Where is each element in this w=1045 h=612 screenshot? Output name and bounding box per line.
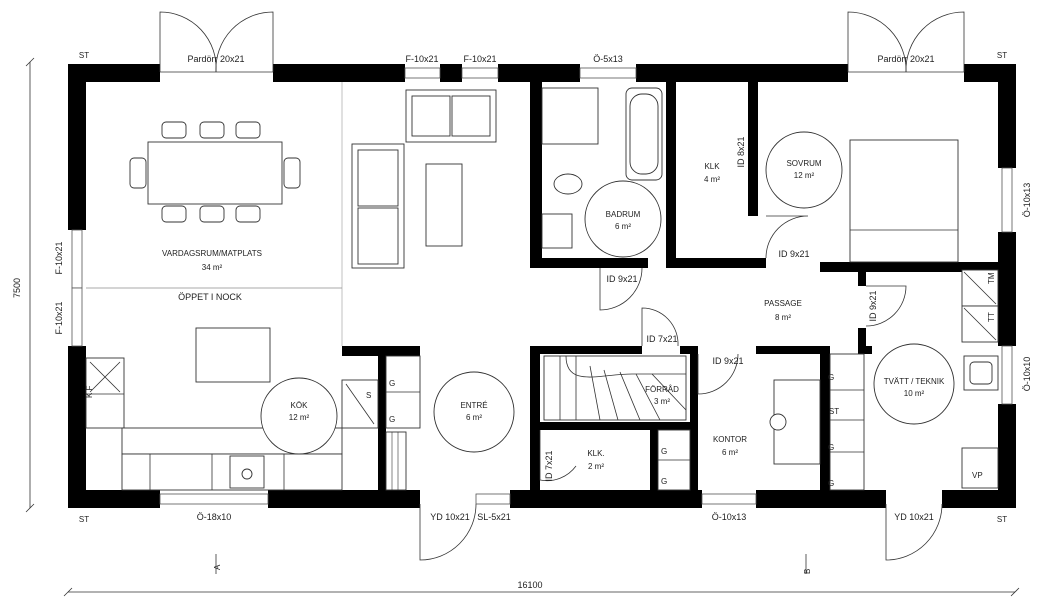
label-o-bottom-mid: Ö-10x13 xyxy=(712,512,747,522)
g-forrad-1: G xyxy=(661,447,667,456)
label-yd-left: YD 10x21 xyxy=(430,512,470,522)
svg-text:B: B xyxy=(803,569,812,574)
label-id-klk2: ID 7x21 xyxy=(544,450,554,481)
tm-label: TM xyxy=(987,272,996,284)
label-yd-right: YD 10x21 xyxy=(894,512,934,522)
kok-name: KÖK xyxy=(291,401,309,410)
label-o-top: Ö-5x13 xyxy=(593,54,623,64)
exterior-walls xyxy=(68,64,1016,508)
pardorr-left xyxy=(159,11,274,73)
laundry-fixtures xyxy=(961,269,999,489)
label-f-left-1: F-10x21 xyxy=(54,241,64,274)
label-id-badrum: ID 9x21 xyxy=(606,274,637,284)
label-o-bottom-left: Ö-18x10 xyxy=(197,512,232,522)
entry-storage xyxy=(341,355,421,491)
room-kok: KÖK 12 m² xyxy=(260,377,338,455)
dimension-lines xyxy=(25,57,1020,597)
vp-label: VP xyxy=(972,471,983,480)
st-top-right: ST xyxy=(997,51,1007,60)
vardagsrum-area: 34 m² xyxy=(202,263,223,272)
kitchen-island xyxy=(195,327,271,383)
storage-shelves xyxy=(657,353,865,491)
kontor-area: 6 m² xyxy=(722,448,738,457)
dining-table xyxy=(129,121,301,223)
label-id-forrad: ID 7x21 xyxy=(646,334,677,344)
section-marker-a: A xyxy=(213,554,222,574)
kf-label: K F xyxy=(85,385,94,398)
windows xyxy=(71,67,1013,505)
badrum-area: 6 m² xyxy=(615,222,631,231)
badrum-name: BADRUM xyxy=(606,210,641,219)
height-dimension: 7500 xyxy=(12,278,22,298)
interior-doors xyxy=(539,215,907,482)
forrad-name: FÖRRÅD xyxy=(645,385,679,394)
open-ceiling-lines xyxy=(86,82,343,346)
st-bottom-right: ST xyxy=(997,515,1007,524)
klk2-area: 2 m² xyxy=(588,462,604,471)
g-forrad-2: G xyxy=(661,477,667,486)
room-entre: ENTRÉ 6 m² xyxy=(433,371,515,453)
klk1-area: 4 m² xyxy=(704,175,720,184)
st-shelf: ST xyxy=(829,407,839,416)
width-dimension: 16100 xyxy=(517,580,542,590)
label-f-left-2: F-10x21 xyxy=(54,301,64,334)
label-id-sovrum: ID 9x21 xyxy=(778,249,809,259)
tvatt-area: 10 m² xyxy=(904,389,925,398)
kok-area: 12 m² xyxy=(289,413,310,422)
sovrum-area: 12 m² xyxy=(794,171,815,180)
sofa-left xyxy=(351,143,405,269)
forrad-area: 3 m² xyxy=(654,397,670,406)
bathroom-fixtures xyxy=(541,87,663,249)
st-bottom-left: ST xyxy=(79,515,89,524)
label-id-passage-right: ID 9x21 xyxy=(868,290,878,321)
label-pardorr-right: Pardörr 20x21 xyxy=(877,54,934,64)
tvatt-name: TVÄTT / TEKNIK xyxy=(884,377,945,386)
s-entry: S xyxy=(366,391,371,400)
label-pardorr-left: Pardörr 20x21 xyxy=(187,54,244,64)
sovrum-name: SOVRUM xyxy=(786,159,821,168)
open-ceiling-note: ÖPPET I NOCK xyxy=(178,292,242,302)
label-sl: SL-5x21 xyxy=(477,512,511,522)
passage-area: 8 m² xyxy=(775,313,791,322)
room-tvatt: TVÄTT / TEKNIK 10 m² xyxy=(873,343,955,425)
yd-left-door xyxy=(419,503,477,561)
stairs xyxy=(543,355,687,421)
label-o-right-2: Ö-10x10 xyxy=(1022,357,1032,392)
passage-name: PASSAGE xyxy=(764,299,802,308)
bed xyxy=(849,139,959,263)
label-o-right-1: Ö-10x13 xyxy=(1022,183,1032,218)
g-kontor-3: G xyxy=(828,479,834,488)
room-sovrum: SOVRUM 12 m² xyxy=(765,131,843,209)
coffee-table xyxy=(425,163,463,247)
label-id-klk: ID 8x21 xyxy=(736,136,746,167)
vardagsrum-name: VARDAGSRUM/MATPLATS xyxy=(162,249,262,258)
sofa-top xyxy=(405,89,497,143)
klk1-name: KLK xyxy=(704,162,720,171)
label-f-top-2: F-10x21 xyxy=(463,54,496,64)
g-entry-2: G xyxy=(389,415,395,424)
kontor-name: KONTOR xyxy=(713,435,747,444)
entre-area: 6 m² xyxy=(466,413,482,422)
pardorr-right xyxy=(847,11,965,73)
tt-label: TT xyxy=(987,312,996,322)
label-f-top-1: F-10x21 xyxy=(405,54,438,64)
label-id-kontor: ID 9x21 xyxy=(712,356,743,366)
interior-walls xyxy=(342,82,998,490)
room-badrum: BADRUM 6 m² xyxy=(584,180,662,258)
klk2-name: KLK. xyxy=(587,449,604,458)
yd-right-door xyxy=(885,503,943,561)
section-marker-b: B xyxy=(803,554,812,574)
g-kontor-1: G xyxy=(828,373,834,382)
office-desk xyxy=(769,379,821,465)
g-kontor-2: G xyxy=(828,443,834,452)
st-top-left: ST xyxy=(79,51,89,60)
g-entry-1: G xyxy=(389,379,395,388)
entre-name: ENTRÉ xyxy=(460,401,487,410)
svg-text:A: A xyxy=(213,564,222,570)
sl-door xyxy=(475,493,511,505)
